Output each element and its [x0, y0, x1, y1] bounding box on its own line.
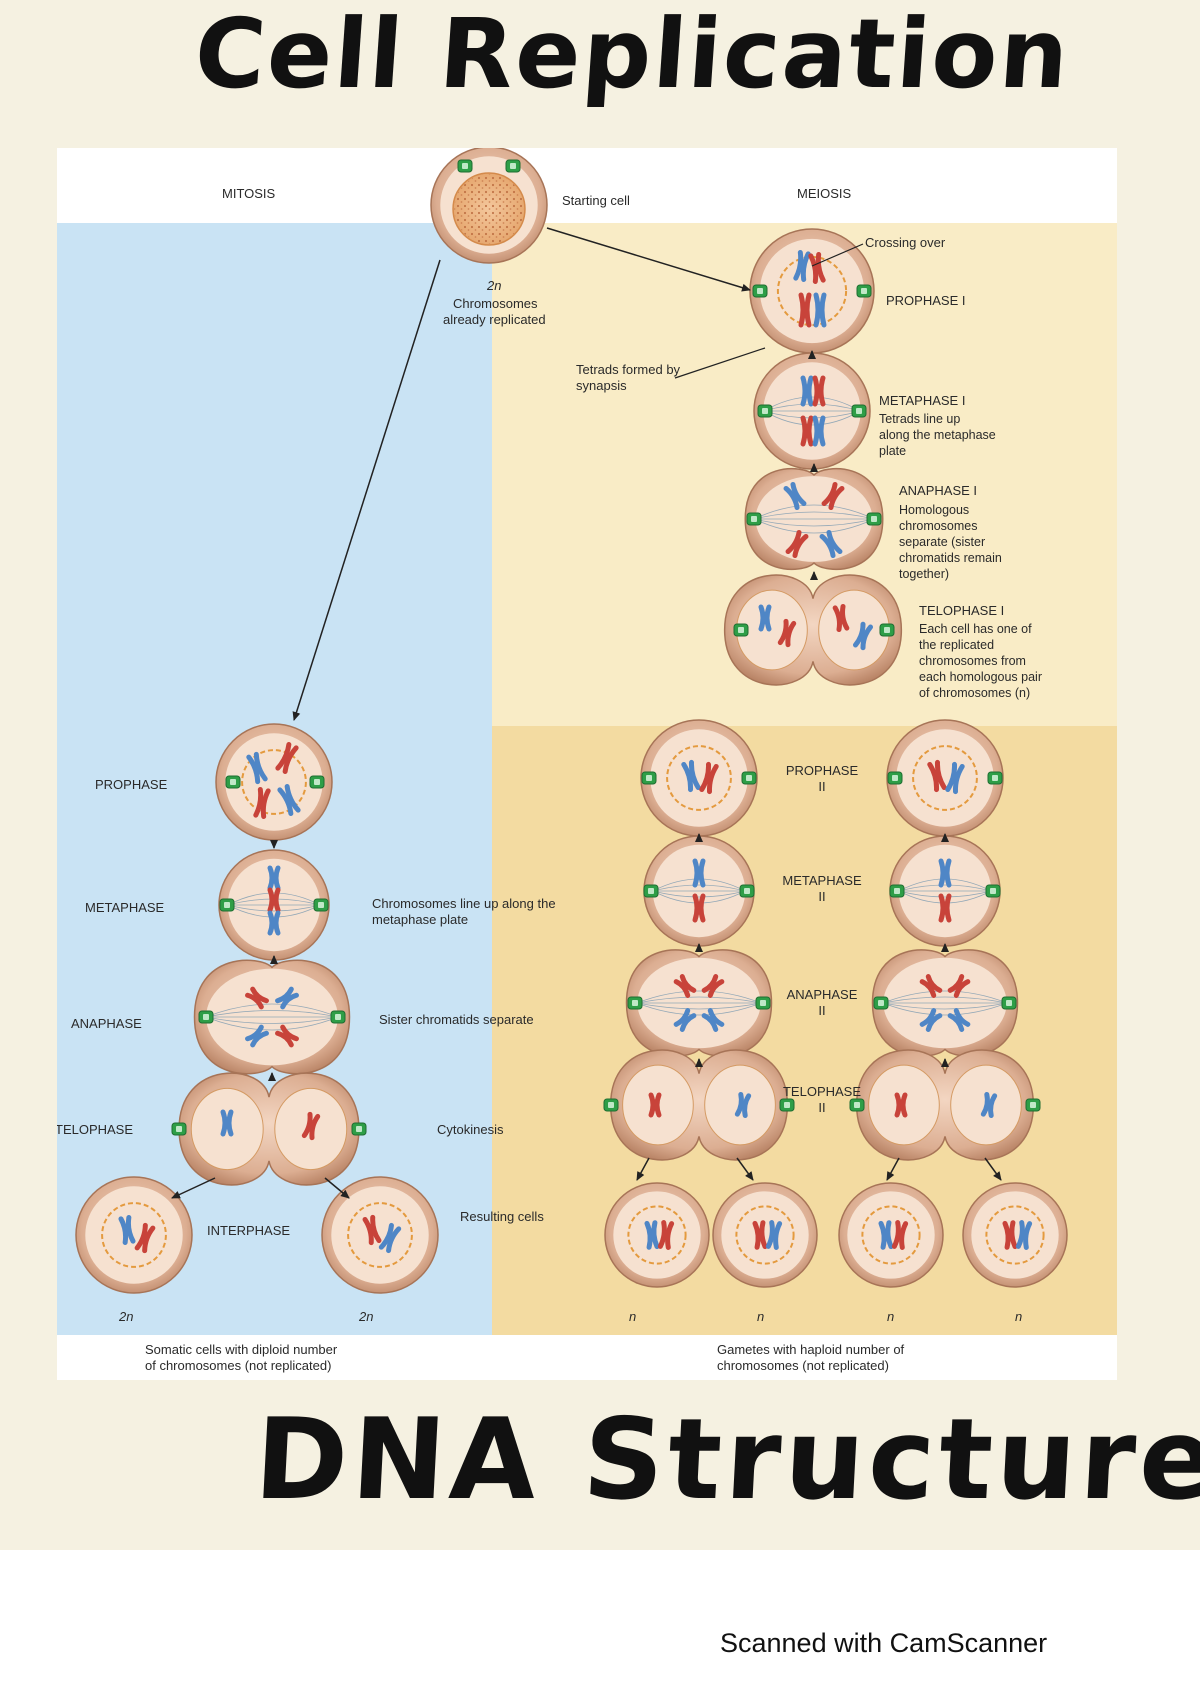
meiosis-i-anaphase-cell	[744, 467, 884, 571]
mitosis-telophase-label: TELOPHASE	[57, 1122, 133, 1137]
pointer-tetrads	[674, 347, 766, 379]
mitosis-anaphase-cell	[193, 959, 351, 1075]
meiosis-header: MEIOSIS	[797, 186, 852, 201]
mitosis-daughter-cell-2	[321, 1176, 439, 1294]
meiosis-i-metaphase-desc-3: plate	[879, 444, 906, 458]
handwritten-title-top: Cell Replication	[191, 0, 1075, 110]
meiosis-i-prophase-name: PROPHASE I	[886, 293, 965, 308]
starting-cell-label: Starting cell	[562, 193, 630, 208]
meiosis-i-anaphase-name: ANAPHASE I	[899, 483, 977, 498]
meiosis-i-telophase-name: TELOPHASE I	[919, 603, 1004, 618]
meiosis-ii-prophase-cell-left	[640, 719, 758, 837]
replicated-note-line2: already replicated	[443, 312, 546, 327]
gamete-cell-4	[962, 1182, 1068, 1288]
mitosis-header: MITOSIS	[222, 186, 276, 201]
meiosis-i-telophase-desc-3: chromosomes from	[919, 654, 1026, 668]
meiosis-i-anaphase-desc-1: Homologous	[899, 503, 969, 517]
gamete-cell-2	[712, 1182, 818, 1288]
arrow-gamete-2	[736, 1157, 754, 1181]
arrow-mitosis-telophase-to-daughter-2	[324, 1177, 350, 1199]
arrow-start-to-mitosis	[292, 259, 441, 721]
meiosis-i-metaphase-desc-1: Tetrads line up	[879, 412, 960, 426]
scanner-footer: Scanned with CamScanner	[720, 1628, 1048, 1658]
meiosis-i-anaphase-desc-4: chromatids remain	[899, 551, 1002, 565]
meiosis-i-metaphase-cell	[753, 352, 871, 470]
gamete-cell-3	[838, 1182, 944, 1288]
meiosis-i-anaphase-desc-5: together)	[899, 567, 949, 581]
mitosis-telophase-cell	[171, 1072, 367, 1186]
crossing-over-label: Crossing over	[865, 235, 946, 250]
meiosis-ii-telophase-cell-left	[603, 1049, 795, 1161]
meiosis-i-telophase-desc-2: the replicated	[919, 638, 994, 652]
tetrads-formed-line2: synapsis	[576, 378, 627, 393]
meiosis-ii-anaphase-line2: II	[818, 1003, 825, 1018]
gamete-ploidy-4: n	[1015, 1309, 1022, 1324]
mitosis-metaphase-desc-2: metaphase plate	[372, 912, 468, 927]
gamete-cell-1	[604, 1182, 710, 1288]
meiosis-i-telophase-cell	[723, 574, 903, 686]
gamete-ploidy-3: n	[887, 1309, 894, 1324]
arrow-mitosis-telophase-to-daughter-1	[171, 1177, 216, 1199]
mitosis-metaphase-cell	[218, 849, 330, 961]
meiosis-ii-metaphase-cell-right	[889, 835, 1001, 947]
meiosis-ii-metaphase-line2: II	[818, 889, 825, 904]
meiosis-ii-anaphase-cell-left	[625, 949, 773, 1057]
meiosis-i-anaphase-desc-2: chromosomes	[899, 519, 978, 533]
mitosis-metaphase-desc-1: Chromosomes line up along the	[372, 896, 556, 911]
gametes-caption-line1: Gametes with haploid number of	[717, 1342, 905, 1357]
starting-cell	[430, 148, 548, 264]
meiosis-ii-telophase-cell-right	[849, 1049, 1041, 1161]
pointer-crossing-over	[811, 243, 864, 267]
meiosis-i-telophase-desc-4: each homologous pair	[919, 670, 1042, 684]
meiosis-ii-prophase-line2: II	[818, 779, 825, 794]
gamete-ploidy-1: n	[629, 1309, 636, 1324]
mitosis-metaphase-label: METAPHASE	[85, 900, 165, 915]
gametes-caption-line2: chromosomes (not replicated)	[717, 1358, 889, 1373]
mitosis-prophase-label: PROPHASE	[95, 777, 168, 792]
meiosis-ii-metaphase-cell-left	[643, 835, 755, 947]
arrow-gamete-3	[886, 1157, 900, 1181]
mitosis-prophase-cell	[215, 723, 333, 841]
somatic-caption-line1: Somatic cells with diploid number	[145, 1342, 338, 1357]
mitosis-anaphase-desc: Sister chromatids separate	[379, 1012, 534, 1027]
meiosis-ii-anaphase-line1: ANAPHASE	[787, 987, 858, 1002]
mitosis-cytokinesis-label: Cytokinesis	[437, 1122, 504, 1137]
mitosis-daughter-cell-1	[75, 1176, 193, 1294]
meiosis-i-anaphase-desc-3: separate (sister	[899, 535, 985, 549]
meiosis-ii-anaphase-cell-right	[871, 949, 1019, 1057]
meiosis-i-prophase-cell	[749, 228, 875, 354]
meiosis-ii-prophase-cell-right	[886, 719, 1004, 837]
meiosis-i-telophase-desc-1: Each cell has one of	[919, 622, 1032, 636]
arrow-gamete-4	[984, 1157, 1002, 1181]
meiosis-ii-telophase-line2: II	[818, 1100, 825, 1115]
mitosis-interphase-label: INTERPHASE	[207, 1223, 290, 1238]
arrow-gamete-1	[636, 1157, 650, 1181]
cell-division-diagram: MITOSIS MEIOSIS Starting cell 2n Chromos…	[57, 148, 1117, 1380]
meiosis-ii-prophase-line1: PROPHASE	[786, 763, 859, 778]
meiosis-i-metaphase-desc-2: along the metaphase	[879, 428, 996, 442]
resulting-cells-label: Resulting cells	[460, 1209, 544, 1224]
mitosis-daughter-ploidy-2: 2n	[358, 1309, 373, 1324]
replicated-note-line1: Chromosomes	[453, 296, 538, 311]
arrow-start-to-meiosis	[546, 227, 751, 292]
meiosis-ii-telophase-line1: TELOPHASE	[783, 1084, 861, 1099]
gamete-ploidy-2: n	[757, 1309, 764, 1324]
meiosis-i-telophase-desc-5: of chromosomes (n)	[919, 686, 1030, 700]
starting-cell-ploidy: 2n	[486, 278, 501, 293]
somatic-caption-line2: of chromosomes (not replicated)	[145, 1358, 331, 1373]
mitosis-anaphase-label: ANAPHASE	[71, 1016, 142, 1031]
handwritten-title-bottom: DNA Structure	[251, 1395, 1200, 1525]
tetrads-formed-line1: Tetrads formed by	[576, 362, 681, 377]
meiosis-i-metaphase-name: METAPHASE I	[879, 393, 965, 408]
meiosis-ii-metaphase-line1: METAPHASE	[782, 873, 862, 888]
mitosis-daughter-ploidy-1: 2n	[118, 1309, 133, 1324]
